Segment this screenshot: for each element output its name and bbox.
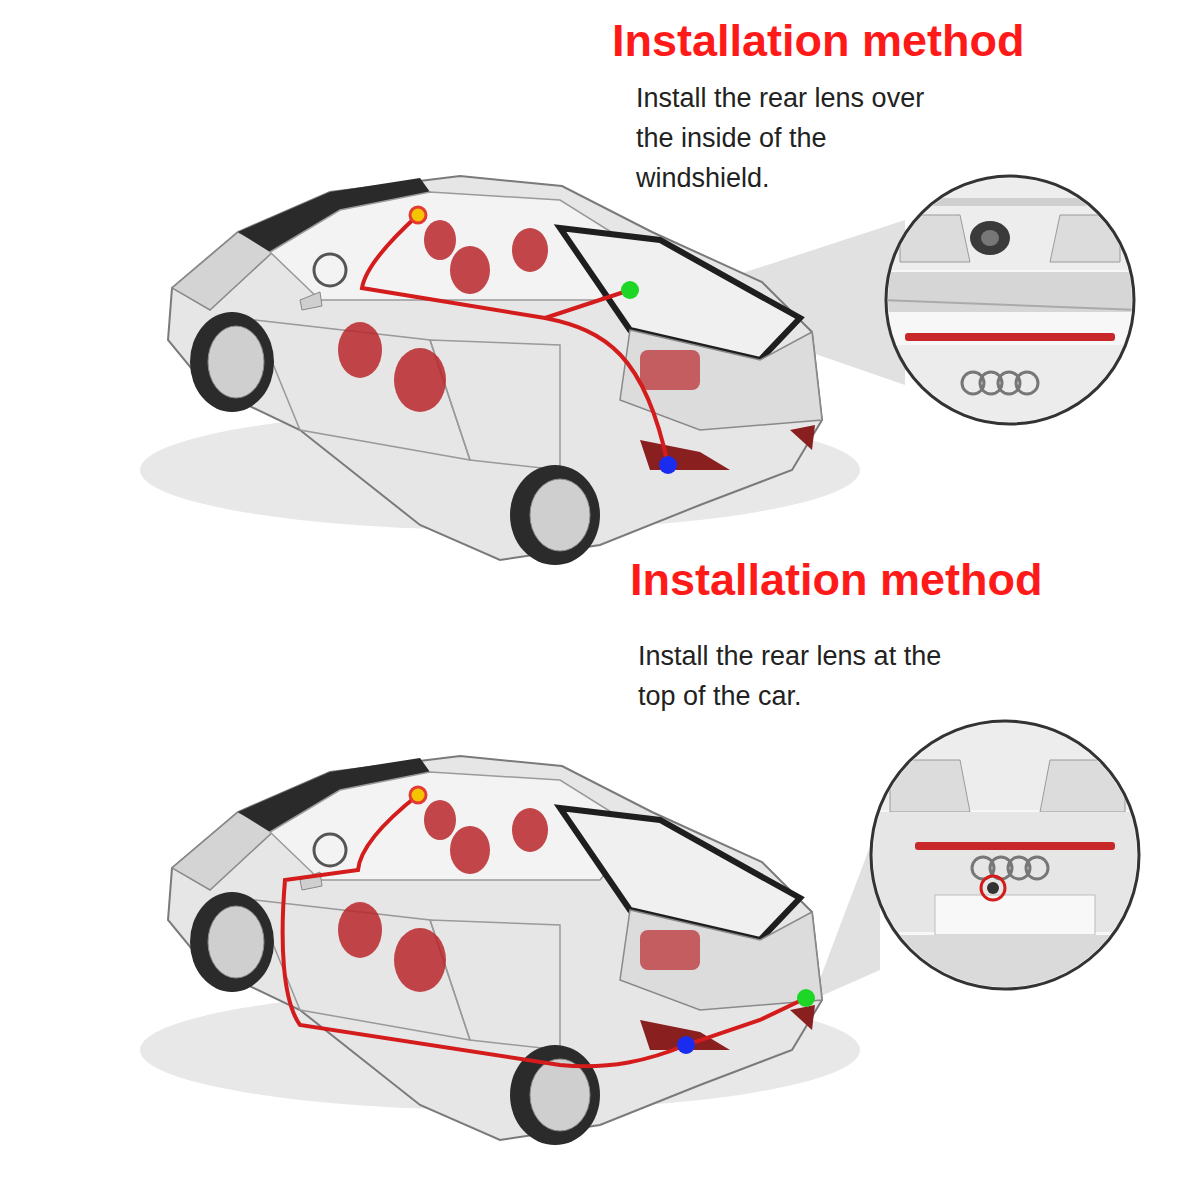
label-slot: Install the rear lens at the top of the …	[638, 636, 968, 716]
power-dot	[677, 1036, 695, 1054]
instruction-text: Install the rear lens over the inside of…	[636, 78, 936, 198]
cable	[362, 215, 668, 465]
car-illustration	[140, 756, 880, 1145]
zoom-inset	[880, 170, 1140, 435]
label-slot: Installation method	[612, 14, 1025, 68]
car-illustration	[140, 176, 905, 565]
label-slot: Install the rear lens over the inside of…	[636, 78, 936, 198]
dvr-dot	[410, 787, 426, 803]
camera-dot	[797, 989, 815, 1007]
section-heading: Installation method	[612, 14, 1025, 68]
section-heading: Installation method	[630, 553, 1043, 607]
label-slot: Installation method	[630, 553, 1043, 607]
power-dot	[659, 456, 677, 474]
camera-dot	[621, 281, 639, 299]
dvr-dot	[410, 207, 426, 223]
cable	[283, 795, 806, 1066]
cable	[545, 290, 630, 318]
zoom-inset	[870, 720, 1140, 995]
instruction-text: Install the rear lens at the top of the …	[638, 636, 968, 716]
